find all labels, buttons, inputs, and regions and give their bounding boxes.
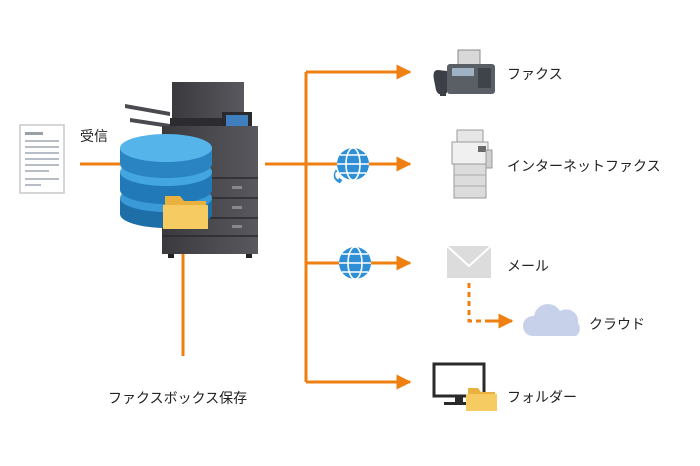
internet-fax-label: インターネットファクス	[507, 159, 661, 175]
fax-box-save-label: ファクスボックス保存	[108, 391, 248, 407]
fax-machine-icon	[433, 49, 495, 96]
folder-label: フォルダー	[507, 390, 577, 406]
folder-icon	[163, 196, 208, 229]
fax-label: ファクス	[507, 67, 563, 83]
globe-icon	[339, 246, 371, 280]
globe-phone-icon	[332, 147, 369, 185]
printer-icon	[451, 129, 493, 199]
receive-label: 受信	[80, 129, 108, 145]
cloud-icon	[522, 303, 580, 336]
monitor-icon	[432, 362, 497, 411]
document-icon	[19, 124, 65, 194]
cloud-label: クラウド	[589, 317, 645, 333]
email-label: メール	[507, 259, 549, 275]
email-to-cloud-connector	[467, 283, 514, 329]
envelope-icon	[446, 245, 492, 278]
